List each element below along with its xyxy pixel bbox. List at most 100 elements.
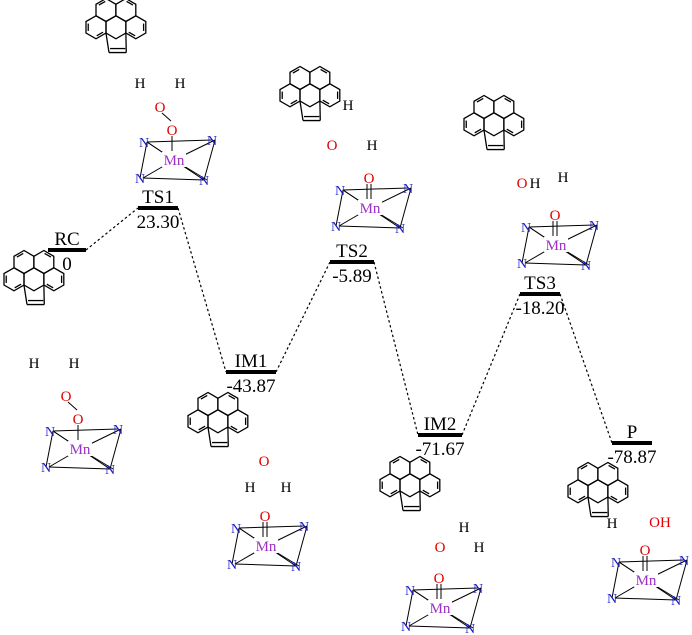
- hydrogen-atom: H: [175, 76, 186, 92]
- hydrogen-atom: H: [135, 76, 146, 92]
- mn-n-bond: [238, 525, 305, 529]
- double-bond: [322, 99, 330, 105]
- mn-n-bond: [618, 559, 685, 563]
- mn-label-bg: [68, 441, 92, 456]
- hydrogen-atom: H: [245, 480, 256, 496]
- oxygen-atom: O: [259, 454, 270, 470]
- connector-line: [275, 261, 331, 373]
- level-im2: IM2 -71.67: [415, 414, 464, 460]
- mn-n-bond: [412, 587, 479, 591]
- connector-line: [85, 207, 139, 251]
- mn-n-bond: [142, 177, 205, 181]
- nitrogen-atom: N: [291, 560, 301, 575]
- double-bond: [46, 283, 54, 289]
- oxygen-atom: O: [327, 138, 338, 154]
- manganese-atom: Mn: [360, 201, 381, 217]
- bond: [299, 100, 304, 121]
- hydrogen-atom: H: [343, 98, 354, 114]
- oxygen-atom: O: [364, 171, 375, 187]
- double-bond: [608, 464, 616, 470]
- mn-n-bond: [611, 561, 620, 599]
- oxygen-atom: O: [260, 509, 271, 525]
- mn-label-bg: [544, 237, 568, 252]
- aromatic-ring: [399, 473, 421, 498]
- bond: [207, 426, 212, 447]
- mn-n-bond: [675, 559, 688, 601]
- nitrogen-atom: N: [227, 558, 237, 573]
- double-bond: [476, 97, 484, 103]
- mn-n-bond: [45, 430, 54, 468]
- energy-levels: RC0TS123.30IM1-43.87TS2-5.89IM2-71.67TS3…: [48, 187, 657, 468]
- double-bond: [506, 128, 514, 134]
- double-bond: [14, 283, 22, 289]
- level-ts3: TS3-18.20: [515, 273, 564, 319]
- double-bond: [290, 99, 298, 105]
- mn-label-bg: [254, 538, 278, 553]
- aromatic-ring: [587, 479, 609, 504]
- nitrogen-atom: N: [139, 136, 149, 151]
- aromatic-ring: [207, 409, 229, 434]
- bond: [23, 284, 28, 305]
- mn-n-bond: [146, 139, 213, 143]
- nitrogen-atom: N: [231, 522, 241, 537]
- oxygen-atom: O: [435, 540, 446, 556]
- aromatic-ring: [95, 0, 117, 23]
- oxygen-atom: O: [167, 123, 178, 139]
- bond: [587, 496, 592, 517]
- oxygen-atom: O: [155, 100, 166, 116]
- mn-n-bond: [399, 187, 412, 229]
- nitrogen-atom: N: [207, 134, 217, 149]
- mn-n-bond: [521, 226, 530, 264]
- double-bond: [420, 458, 428, 464]
- mn-n-bond: [614, 597, 677, 601]
- level-ts2: TS2-5.89: [330, 241, 374, 287]
- nitrogen-atom: N: [403, 182, 413, 197]
- nitrogen-atom: N: [521, 221, 531, 236]
- nitrogen-atom: N: [611, 556, 621, 571]
- double-bond: [98, 0, 106, 6]
- aromatic-ring: [419, 473, 441, 498]
- mn-n-bond: [295, 525, 308, 567]
- level-name: TS1: [142, 187, 174, 208]
- connector-line: [177, 207, 227, 373]
- mn-label-bg: [358, 200, 382, 215]
- hydrogen-atom: H: [474, 540, 485, 556]
- double-bond: [128, 31, 136, 37]
- double-bond: [198, 425, 206, 431]
- level-name: TS3: [524, 273, 556, 294]
- level-im1: IM1-43.87: [226, 351, 276, 397]
- manganese-atom: Mn: [256, 539, 277, 555]
- mn-n-bond: [469, 587, 482, 629]
- mn-n-bond: [338, 225, 401, 229]
- hydrogen-atom: H: [29, 356, 40, 372]
- bond: [399, 490, 404, 511]
- aromatic-ring: [503, 112, 525, 137]
- double-bond: [422, 489, 430, 495]
- hydrogen-atom: H: [459, 520, 470, 536]
- aromatic-ring: [125, 15, 147, 40]
- double-bond: [610, 495, 618, 501]
- manganese-atom: Mn: [636, 573, 657, 589]
- double-bond: [580, 464, 588, 470]
- level-name: RC: [54, 229, 79, 250]
- oxygen-atom: O: [517, 176, 528, 192]
- level-name: IM2: [424, 414, 457, 435]
- nitrogen-atom: N: [113, 423, 123, 438]
- oxygen-atom: O: [61, 389, 72, 405]
- double-bond: [126, 0, 134, 6]
- nitrogen-atom: N: [299, 520, 309, 535]
- double-bond: [200, 394, 208, 400]
- mn-complex: N N N N Mn O: [227, 509, 309, 575]
- oxygen-atom: O: [550, 208, 561, 224]
- hydroxyl-group: OH: [649, 515, 671, 531]
- level-value: -71.67: [415, 439, 464, 460]
- mn-n-bond: [139, 141, 148, 179]
- level-value: -5.89: [332, 266, 372, 287]
